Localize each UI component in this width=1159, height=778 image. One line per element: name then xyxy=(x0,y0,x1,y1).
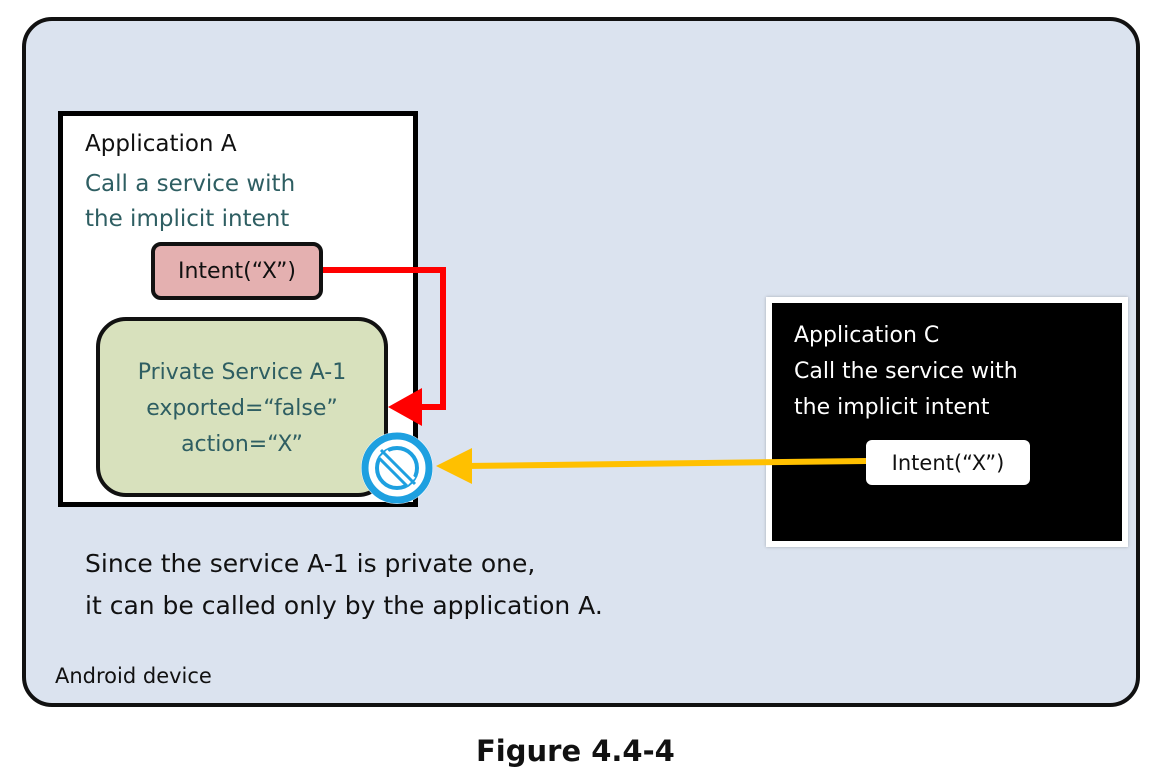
explanation-note: Since the service A-1 is private one, it… xyxy=(85,543,603,627)
application-c-text: Application C Call the service with the … xyxy=(794,318,1018,426)
allowed-arrowhead xyxy=(388,388,422,426)
application-a-desc-line: the implicit intent xyxy=(85,206,290,232)
application-a-title: Application A xyxy=(85,131,237,157)
figure-caption: Figure 4.4-4 xyxy=(476,734,675,768)
service-name: Private Service A-1 xyxy=(137,360,347,385)
intent-a-label: Intent(“X”) xyxy=(177,258,296,284)
intent-a-box: Intent(“X”) xyxy=(151,242,323,300)
blocked-arrowhead xyxy=(436,448,472,484)
application-c-desc-line: Call the service with xyxy=(794,359,1018,384)
application-c-box xyxy=(766,297,1128,547)
intent-c-box: Intent(“X”) xyxy=(866,440,1030,485)
service-action: action=“X” xyxy=(181,432,303,457)
prohibited-icon xyxy=(361,432,433,504)
application-a-description: Call a service with the implicit intent xyxy=(85,167,295,237)
private-service-a1-box: Private Service A-1 exported=“false” act… xyxy=(96,317,388,497)
device-label: Android device xyxy=(55,664,212,688)
service-exported: exported=“false” xyxy=(146,396,338,421)
intent-c-label: Intent(“X”) xyxy=(891,450,1005,475)
application-c-title: Application C xyxy=(794,323,940,348)
note-line: Since the service A-1 is private one, xyxy=(85,549,536,578)
blocked-intent-arrow xyxy=(464,458,867,469)
application-c-desc-line: the implicit intent xyxy=(794,395,990,420)
application-a-desc-line: Call a service with xyxy=(85,171,296,197)
allowed-intent-arrow xyxy=(323,267,446,410)
note-line: it can be called only by the application… xyxy=(85,591,603,620)
